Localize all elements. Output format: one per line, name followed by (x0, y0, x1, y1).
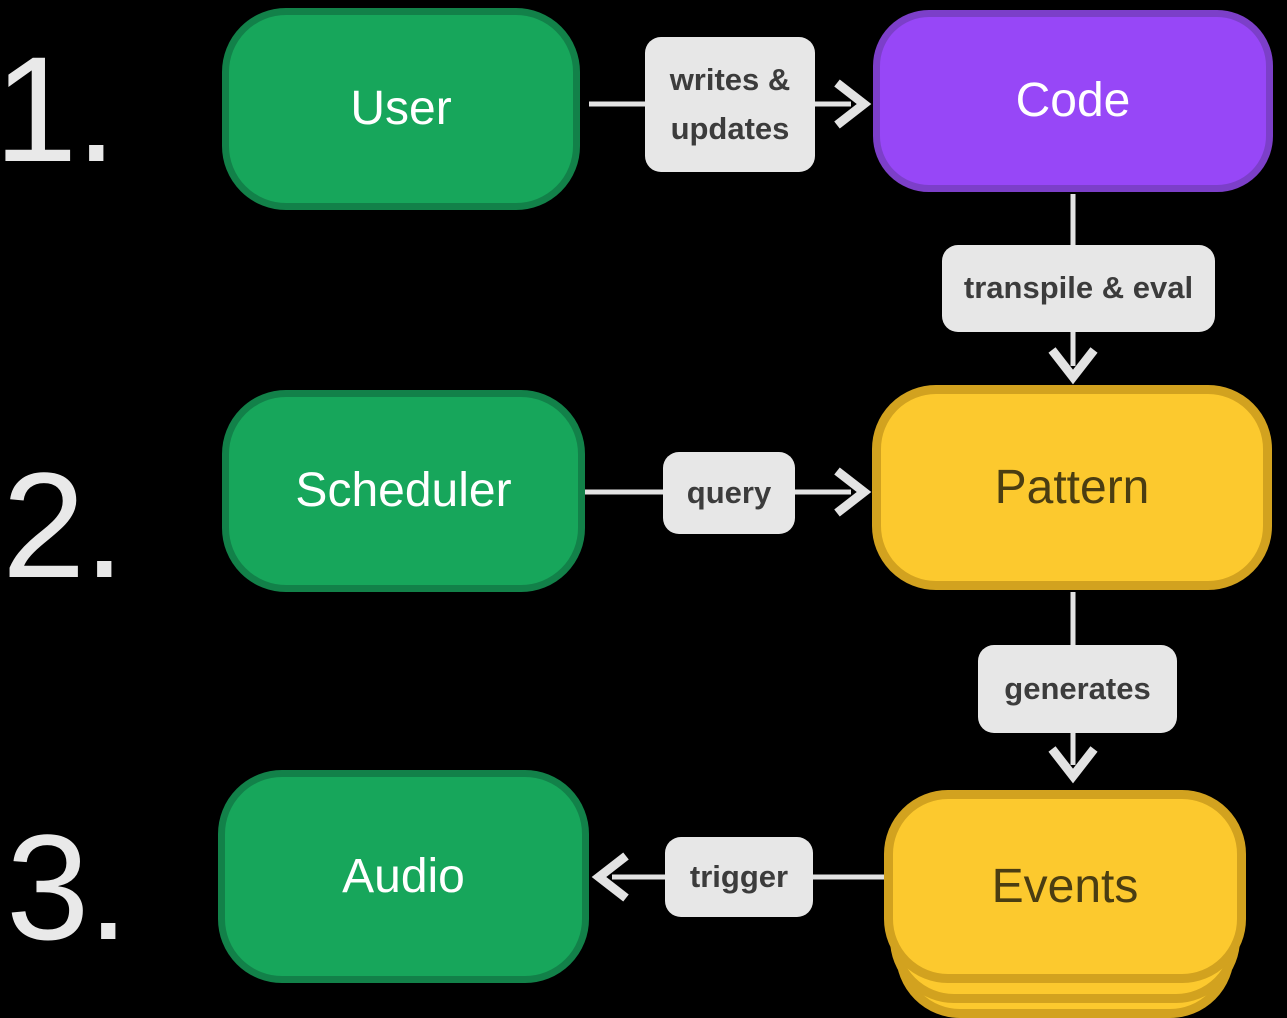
node-pattern-label: Pattern (994, 460, 1150, 514)
node-scheduler-label: Scheduler (295, 464, 512, 517)
node-code: Code (873, 10, 1273, 192)
edge-label-trigger: trigger (665, 837, 813, 917)
edge-user-code-arrowhead-icon (834, 79, 872, 129)
step-number-3: 3. (6, 803, 129, 971)
edge-label-transpile-eval: transpile & eval (942, 245, 1215, 332)
node-events-label: Events (991, 859, 1139, 913)
node-code-label: Code (1015, 74, 1131, 127)
step-number-1: 1. (0, 25, 117, 193)
node-audio-label: Audio (342, 849, 465, 903)
node-user: User (222, 8, 580, 210)
edge-pattern-events-arrowhead-icon (1048, 746, 1098, 784)
node-audio: Audio (218, 770, 589, 983)
edge-events-audio-arrowhead-icon (591, 852, 629, 902)
edge-code-pattern-arrowhead-icon (1048, 347, 1098, 385)
edge-label-query: query (663, 452, 795, 534)
node-user-label: User (350, 82, 452, 135)
node-pattern: Pattern (872, 385, 1272, 590)
node-scheduler: Scheduler (222, 390, 585, 592)
edge-label-generates: generates (978, 645, 1177, 733)
edge-scheduler-pattern-arrowhead-icon (834, 467, 872, 517)
step-number-2: 2. (2, 441, 125, 609)
node-events: Events (884, 790, 1246, 983)
edge-label-writes-updates: writes & updates (645, 37, 815, 172)
